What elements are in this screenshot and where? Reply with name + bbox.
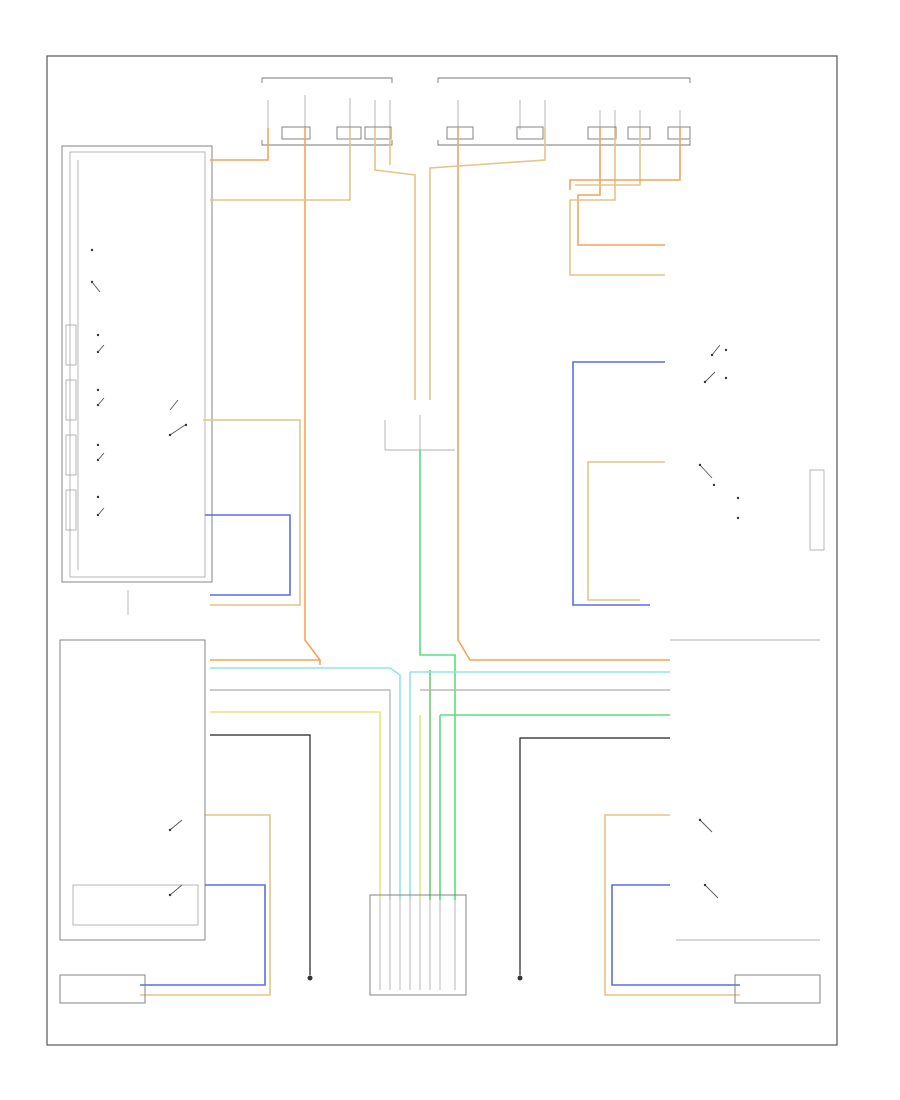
wire-blue-right-upper bbox=[572, 361, 665, 606]
wire-orange-left-feed bbox=[304, 128, 321, 665]
door-lock-switch-group bbox=[90, 248, 105, 517]
wire-orange-right-feed bbox=[457, 128, 670, 661]
driver-door-module bbox=[61, 145, 213, 583]
diagram-frame bbox=[46, 55, 838, 1046]
wire-blue-left-upper bbox=[205, 514, 291, 596]
wire-ground-left bbox=[210, 734, 311, 975]
bottom-connector-block bbox=[369, 894, 467, 996]
wire-ground-right bbox=[519, 737, 670, 975]
fuse-block-left bbox=[261, 77, 393, 146]
wire-tan-left bbox=[210, 128, 351, 201]
center-lock-module bbox=[384, 415, 455, 451]
wire-green-center bbox=[419, 450, 456, 900]
passenger-door-module bbox=[698, 344, 825, 551]
left-lower-module-frame bbox=[59, 639, 206, 941]
fuse-block-right bbox=[437, 77, 691, 146]
